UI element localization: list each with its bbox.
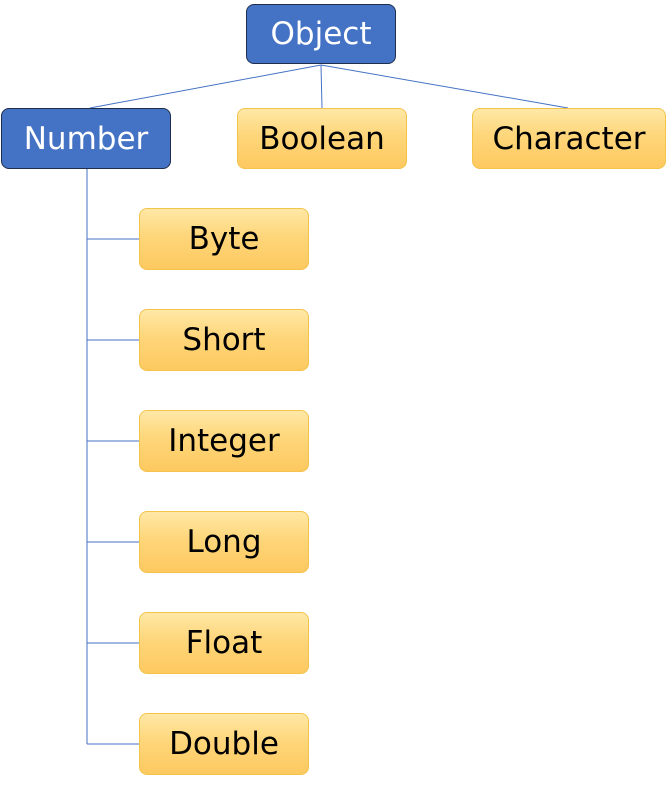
node-object: Object: [246, 4, 396, 64]
node-long: Long: [139, 511, 309, 573]
node-integer-label: Integer: [168, 423, 280, 459]
node-boolean-label: Boolean: [259, 120, 385, 157]
node-integer: Integer: [139, 410, 309, 472]
node-double-label: Double: [169, 726, 279, 762]
node-long-label: Long: [186, 524, 262, 560]
node-number-label: Number: [23, 120, 149, 157]
node-double: Double: [139, 713, 309, 775]
connector-object-number: [89, 64, 322, 109]
node-boolean: Boolean: [237, 108, 407, 169]
node-short-label: Short: [182, 322, 266, 358]
node-float-label: Float: [185, 625, 263, 661]
node-object-label: Object: [270, 16, 372, 52]
connector-object-character: [320, 64, 569, 109]
node-byte-label: Byte: [188, 221, 260, 257]
node-float: Float: [139, 612, 309, 674]
node-byte: Byte: [139, 208, 309, 270]
connector-object-boolean: [320, 64, 323, 109]
node-character-label: Character: [492, 120, 646, 157]
node-number: Number: [1, 108, 171, 169]
node-short: Short: [139, 309, 309, 371]
node-character: Character: [472, 108, 666, 169]
